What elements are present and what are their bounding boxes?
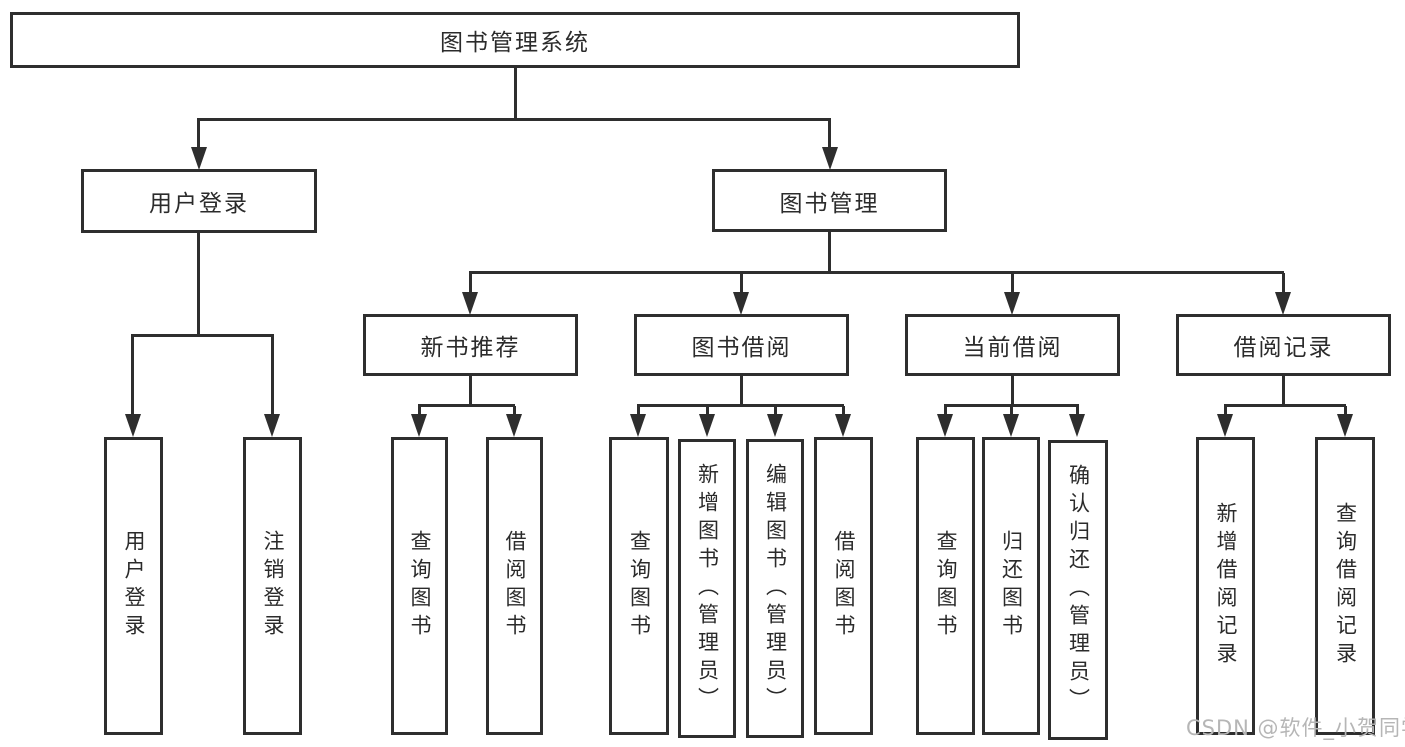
- node-leaf-logout: 注销登录: [243, 437, 302, 735]
- node-label: 查询图书: [408, 530, 432, 642]
- node-current-borrowing: 当前借阅: [905, 314, 1120, 376]
- connector-drop-br-query: [1344, 406, 1347, 415]
- arrowhead-logout: [264, 414, 280, 437]
- connector-drop-cb-return: [1010, 406, 1013, 415]
- arrowhead-current-borrow: [1004, 292, 1020, 315]
- node-leaf-bb-borrow-books: 借阅图书: [814, 437, 873, 735]
- connector-user-login-stem: [197, 233, 200, 337]
- node-label: 用户登录: [149, 191, 249, 217]
- node-borrow-records: 借阅记录: [1176, 314, 1391, 376]
- connector-drop-bb-edit: [774, 406, 777, 415]
- node-label: 图书管理系统: [440, 30, 590, 56]
- connector-record-stem: [1282, 376, 1285, 406]
- node-leaf-nb-query-books: 查询图书: [391, 437, 448, 735]
- connector-root-stem: [514, 68, 517, 121]
- node-label: 编辑图书（管理员）: [763, 462, 788, 715]
- connector-drop-new-book: [469, 273, 472, 294]
- node-label: 当前借阅: [962, 335, 1063, 361]
- connector-record-bar: [1224, 404, 1346, 407]
- arrowhead-br-query: [1337, 414, 1353, 437]
- arrowhead-br-add: [1217, 414, 1233, 437]
- connector-drop-bb-add: [706, 406, 709, 415]
- arrowhead-new-book: [462, 292, 478, 315]
- arrowhead-login: [125, 414, 141, 437]
- node-label: 借阅图书: [503, 530, 527, 642]
- connector-new-book-stem: [469, 376, 472, 406]
- node-label: 借阅记录: [1233, 335, 1334, 361]
- connector-book-borrow-bar: [637, 404, 844, 407]
- node-leaf-bb-edit-books-admin: 编辑图书（管理员）: [746, 439, 804, 738]
- arrowhead-user-login: [191, 147, 207, 170]
- node-label: 新增图书（管理员）: [695, 462, 720, 715]
- connector-drop-br-add: [1224, 406, 1227, 415]
- arrowhead-nb-borrow: [506, 414, 522, 437]
- csdn-watermark: CSDN @软件_小贺同学: [1186, 716, 1405, 740]
- connector-drop-borrow-record: [1282, 273, 1285, 294]
- arrowhead-nb-query: [411, 414, 427, 437]
- connector-drop-book-borrow: [740, 273, 743, 294]
- connector-drop-login: [131, 336, 134, 415]
- arrowhead-bb-borrow: [835, 414, 851, 437]
- node-label: 归还图书: [999, 530, 1024, 642]
- arrowhead-borrow-record: [1275, 292, 1291, 315]
- connector-new-book-bar: [418, 404, 515, 407]
- node-leaf-user-login: 用户登录: [104, 437, 163, 735]
- node-leaf-br-query-record: 查询借阅记录: [1315, 437, 1375, 735]
- node-leaf-bb-add-books-admin: 新增图书（管理员）: [678, 439, 736, 738]
- connector-drop-current-borrow: [1011, 273, 1014, 294]
- connector-root-bar: [197, 118, 831, 121]
- node-leaf-cb-confirm-return-admin: 确认归还（管理员）: [1048, 440, 1108, 740]
- node-leaf-br-add-record: 新增借阅记录: [1196, 437, 1255, 735]
- node-label: 查询借阅记录: [1333, 502, 1358, 670]
- arrowhead-book-mgmt: [822, 147, 838, 170]
- arrowhead-cb-return: [1003, 414, 1019, 437]
- connector-drop-user-login: [197, 120, 200, 148]
- connector-user-login-bar: [131, 334, 274, 337]
- node-label: 查询图书: [627, 530, 652, 642]
- node-leaf-nb-borrow-books: 借阅图书: [486, 437, 543, 735]
- arrowhead-cb-confirm: [1069, 414, 1085, 437]
- node-leaf-cb-query-books: 查询图书: [916, 437, 975, 735]
- connector-drop-nb-borrow: [513, 406, 516, 415]
- node-book-management: 图书管理: [712, 169, 947, 232]
- arrowhead-book-borrow: [733, 292, 749, 315]
- arrowhead-cb-query: [937, 414, 953, 437]
- node-label: 图书借阅: [691, 335, 792, 361]
- node-label: 图书管理: [779, 190, 880, 217]
- node-leaf-bb-query-books: 查询图书: [609, 437, 669, 735]
- node-label: 确认归还（管理员）: [1066, 464, 1091, 716]
- connector-drop-cb-confirm: [1076, 406, 1079, 415]
- node-book-borrowing: 图书借阅: [634, 314, 849, 376]
- node-label: 新增借阅记录: [1214, 502, 1238, 670]
- connector-current-stem: [1011, 376, 1014, 406]
- node-root-library-management-system: 图书管理系统: [10, 12, 1020, 68]
- node-leaf-cb-return-books: 归还图书: [982, 437, 1040, 735]
- node-label: 用户登录: [122, 530, 146, 642]
- connector-book-borrow-stem: [740, 376, 743, 406]
- arrowhead-bb-add: [699, 414, 715, 437]
- connector-drop-nb-query: [418, 406, 421, 415]
- connector-drop-logout: [271, 336, 274, 415]
- node-user-login: 用户登录: [81, 169, 317, 233]
- node-new-book-recommend: 新书推荐: [363, 314, 578, 376]
- node-label: 注销登录: [261, 530, 285, 642]
- connector-drop-bb-borrow: [842, 406, 845, 415]
- node-label: 查询图书: [934, 530, 958, 642]
- connector-book-mgmt-stem: [828, 232, 831, 274]
- arrowhead-bb-query: [630, 414, 646, 437]
- node-label: 新书推荐: [420, 335, 521, 361]
- connector-drop-book-mgmt: [828, 120, 831, 148]
- arrowhead-bb-edit: [767, 414, 783, 437]
- connector-drop-bb-query: [637, 406, 640, 415]
- connector-drop-cb-query: [944, 406, 947, 415]
- node-label: 借阅图书: [832, 530, 856, 642]
- connector-book-mgmt-bar: [469, 271, 1284, 274]
- connector-current-bar: [944, 404, 1079, 407]
